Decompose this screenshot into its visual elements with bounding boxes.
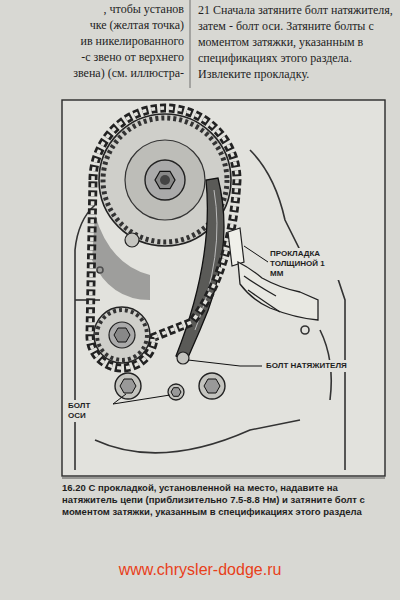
figure-frame [62,100,385,476]
part-label: ПРОКЛАДКА ТОЛЩИНОЙ 1 ММ [268,248,342,280]
text-fragment: -с звено от верхнего [0,50,184,65]
leader-lines [113,246,268,404]
shim [228,228,244,266]
figure-caption: 16.20 С прокладкой, установленной на мес… [62,482,385,518]
text-fragment: чке (желтая точка) [0,18,184,33]
column-rule [190,0,191,88]
part-label: БОЛТ ОСИ [66,400,112,422]
watermark: www.chrysler-dodge.ru [0,560,400,580]
part-label: БОЛТ НАТЯЖИТЕЛЯ [264,360,349,372]
text-fragment: звена) (см. иллюстра- [0,66,184,81]
caption-rule [62,478,385,479]
text-fragment: ив никелированного [0,34,184,49]
text-fragment: , чтобы установ [0,2,184,17]
crankshaft-sprocket [94,307,150,363]
timing-chain [90,108,237,368]
bolts [115,233,225,400]
step-paragraph: 21 Сначала затяните болт натяжителя, зат… [198,2,396,82]
